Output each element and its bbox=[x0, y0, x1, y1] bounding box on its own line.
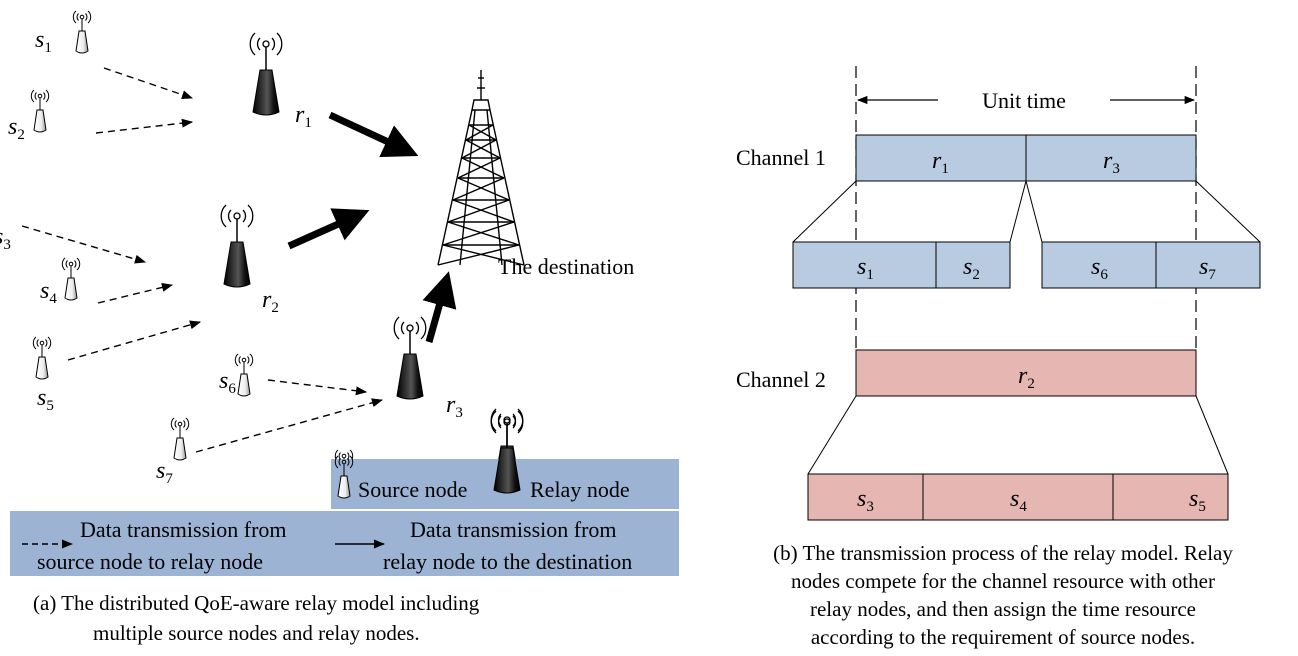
label-r2: r2 bbox=[262, 287, 279, 316]
channel2-sub-s3 bbox=[807, 473, 924, 521]
channel1-sub-s2-label: s2 bbox=[963, 254, 980, 283]
arrow-s6-r3 bbox=[267, 379, 368, 396]
source-node-s4-icon bbox=[61, 257, 81, 301]
relay-node-r1-icon bbox=[249, 32, 283, 116]
channel1-sub-s7-label: s7 bbox=[1199, 254, 1216, 283]
legend-solid-line1: Data transmission from bbox=[410, 517, 617, 542]
source-node-s7-icon bbox=[170, 417, 190, 461]
arrow-s4-r2 bbox=[97, 283, 174, 304]
channel1-slot-r3-label: r3 bbox=[1103, 148, 1120, 177]
legend-relay-node-label: Relay node bbox=[530, 477, 630, 502]
caption-a-line1: (a) The distributed QoE-aware relay mode… bbox=[33, 591, 480, 615]
arrow-s5-r2 bbox=[67, 320, 202, 361]
channel2-slot-r2-label: r2 bbox=[1018, 363, 1035, 392]
arrow-s3-r2 bbox=[21, 225, 147, 264]
label-s4: s4 bbox=[40, 278, 57, 307]
channel1-sub-s1 bbox=[792, 241, 937, 289]
label-r3: r3 bbox=[446, 392, 463, 421]
label-s1: s1 bbox=[35, 27, 52, 56]
caption-a-line2: multiple source nodes and relay nodes. bbox=[93, 621, 420, 645]
channel1-sub-s7 bbox=[1155, 241, 1261, 289]
channel2-sub-s3-label: s3 bbox=[857, 486, 874, 515]
source-node-s2-icon bbox=[30, 89, 50, 133]
source-node-s6-icon bbox=[234, 353, 254, 397]
arrow-r2-destination bbox=[287, 208, 370, 250]
source-node-s1-icon bbox=[72, 10, 92, 54]
channel1-sub-s1-label: s1 bbox=[857, 254, 874, 283]
caption-b-line4: according to the requirement of source n… bbox=[811, 625, 1195, 649]
caption-b-line3: relay nodes, and then assign the time re… bbox=[810, 597, 1196, 621]
legend-solid-line2: relay node to the destination bbox=[383, 549, 632, 574]
caption-b-line2: nodes compete for the channel resource w… bbox=[791, 569, 1215, 593]
label-s6: s6 bbox=[219, 368, 236, 397]
legend-dashed-line2: source node to relay node bbox=[37, 549, 263, 574]
unit-time-label: Unit time bbox=[982, 88, 1066, 113]
channel1-sub-s2 bbox=[935, 241, 1011, 289]
label-s3: s3 bbox=[0, 224, 11, 253]
relay-node-r3-icon bbox=[393, 316, 427, 400]
channel2-sub-s4-label: s4 bbox=[1010, 486, 1027, 515]
destination-label: The destination bbox=[498, 254, 634, 279]
arrow-r3-destination bbox=[422, 271, 457, 343]
arrow-s1-r1 bbox=[103, 67, 194, 99]
channel1-slot-r1-label: r1 bbox=[932, 148, 949, 177]
arrow-r1-destination bbox=[328, 111, 419, 158]
legend-dashed-line1: Data transmission from bbox=[80, 517, 287, 542]
caption-b-line1: (b) The transmission process of the rela… bbox=[773, 541, 1233, 565]
label-r1: r1 bbox=[295, 102, 312, 131]
destination-tower-icon bbox=[437, 70, 525, 266]
legend-source-node-label: Source node bbox=[358, 477, 467, 502]
channel2-sub-s4 bbox=[922, 473, 1114, 521]
channel2-sub-s5-label: s5 bbox=[1189, 486, 1206, 515]
channel1-sub-s6-label: s6 bbox=[1091, 254, 1108, 283]
source-node-s5-icon bbox=[32, 336, 52, 380]
channel2-slot-r2 bbox=[855, 349, 1197, 397]
label-s7: s7 bbox=[156, 458, 173, 487]
label-s2: s2 bbox=[8, 114, 25, 143]
channel2-sub-s5 bbox=[1112, 473, 1229, 521]
channel1-sub-s6 bbox=[1041, 241, 1157, 289]
channel1-label: Channel 1 bbox=[736, 145, 826, 170]
relay-node-r2-icon bbox=[220, 204, 254, 288]
label-s5: s5 bbox=[37, 385, 54, 414]
arrow-s2-r1 bbox=[95, 118, 194, 134]
channel2-label: Channel 2 bbox=[736, 367, 826, 392]
channel1-slot-r3 bbox=[1025, 134, 1197, 182]
arrow-s7-r3 bbox=[195, 398, 384, 453]
